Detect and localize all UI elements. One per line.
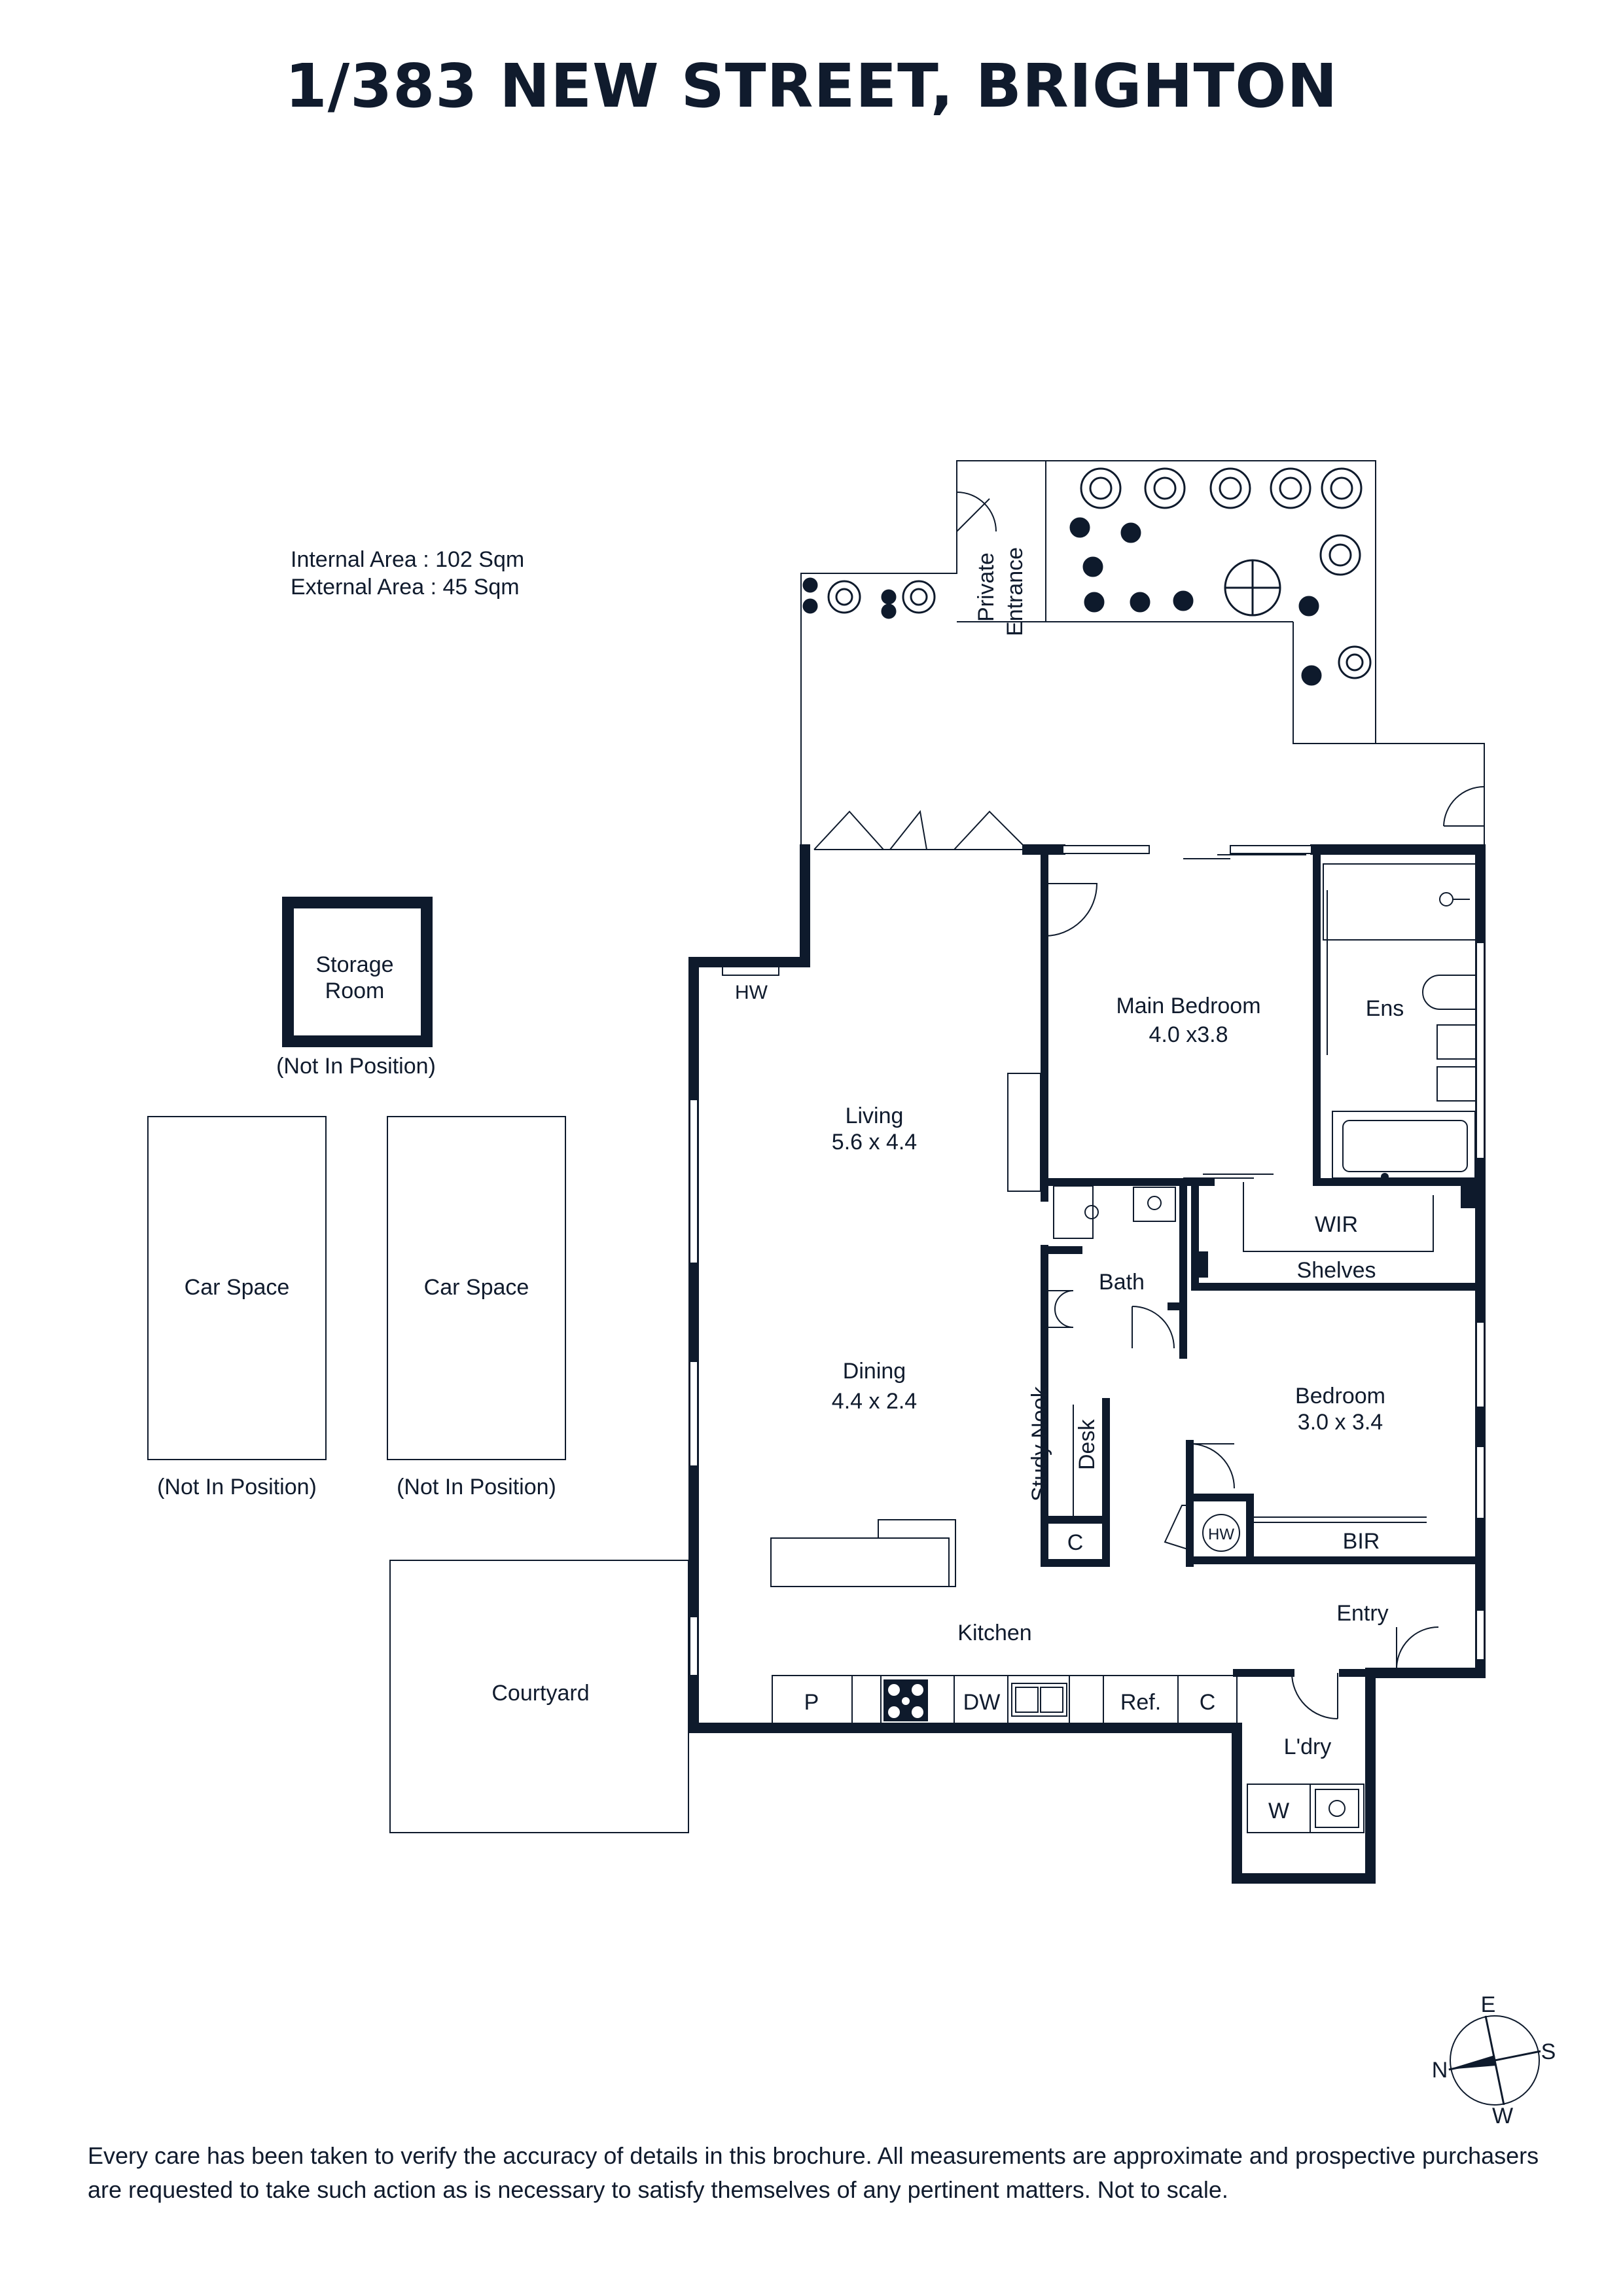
storage-room-label-1: Storage xyxy=(315,952,393,977)
bifold-doors xyxy=(813,810,1028,850)
living-dimensions: 5.6 x 4.4 xyxy=(832,1130,917,1155)
bath-label: Bath xyxy=(1099,1270,1145,1295)
bedroom-dimensions: 3.0 x 3.4 xyxy=(1298,1410,1383,1435)
storage-room-note: (Not In Position) xyxy=(276,1054,436,1079)
internal-area-label: Internal Area : 102 Sqm xyxy=(291,547,524,572)
private-entrance-label-1: Private xyxy=(974,552,999,622)
bir-label: BIR xyxy=(1343,1529,1380,1554)
disclaimer-text: Every care has been taken to verify the … xyxy=(88,2142,1539,2203)
car-space-1 xyxy=(147,1116,327,1460)
bench-fridge-label: Ref. xyxy=(1120,1690,1161,1715)
storage-room-label-2: Room xyxy=(325,978,385,1003)
ensuite-fixtures xyxy=(1323,863,1477,1181)
compass-west-label: W xyxy=(1492,2104,1513,2128)
dining-label: Dining xyxy=(843,1359,906,1384)
car-space-1-note: (Not In Position) xyxy=(157,1475,317,1499)
interior-doors xyxy=(1044,883,1439,1719)
garden-plants xyxy=(802,467,1372,686)
bath-fixtures xyxy=(1048,1185,1176,1328)
media-unit xyxy=(1007,1073,1041,1192)
washer-label: W xyxy=(1268,1799,1289,1823)
wir-shelving xyxy=(1243,1182,1434,1252)
front-garden-outline xyxy=(800,460,1485,850)
storage-room xyxy=(282,897,433,1047)
desk-label: Desk xyxy=(1075,1419,1099,1470)
dining-dimensions: 4.4 x 2.4 xyxy=(832,1389,917,1414)
bench-cupboard-label: C xyxy=(1200,1690,1216,1715)
page-title: 1/383 NEW STREET, BRIGHTON xyxy=(285,51,1338,121)
bench-dishwasher-label: DW xyxy=(963,1690,1001,1715)
hw-cylinder-bedroom xyxy=(1164,1505,1240,1552)
side-gate-door xyxy=(1443,786,1485,827)
hw-living-label: HW xyxy=(735,982,768,1003)
private-entrance-door xyxy=(956,492,997,532)
external-area-label: External Area : 45 Sqm xyxy=(291,575,520,600)
car-space-2-label: Car Space xyxy=(424,1275,529,1300)
living-label: Living xyxy=(846,1103,904,1128)
hw-bedroom-label: HW xyxy=(1208,1526,1234,1543)
laundry-label: L'dry xyxy=(1284,1734,1332,1759)
windows xyxy=(689,845,1485,1676)
compass-icon xyxy=(1448,2015,1541,2106)
interior-walls xyxy=(1041,846,1484,1677)
main-bedroom-dimensions: 4.0 x3.8 xyxy=(1149,1022,1228,1047)
compass-north-label: N xyxy=(1432,2058,1448,2083)
sliding-doors xyxy=(1183,854,1427,1523)
bedroom-label: Bedroom xyxy=(1295,1384,1385,1408)
bench-pantry-label: P xyxy=(804,1690,819,1715)
main-bedroom-label: Main Bedroom xyxy=(1116,994,1260,1018)
car-space-1-label: Car Space xyxy=(185,1275,290,1300)
private-entrance-label-2: Entrance xyxy=(1003,547,1027,636)
compass-east-label: E xyxy=(1481,1992,1496,2017)
car-space-2-note: (Not In Position) xyxy=(397,1475,556,1499)
study-nook-label: Study Nook xyxy=(1027,1386,1052,1501)
hw-unit-living xyxy=(722,965,779,976)
entry-label: Entry xyxy=(1336,1601,1388,1626)
kitchen-label: Kitchen xyxy=(957,1621,1031,1645)
study-cupboard-label: C xyxy=(1067,1530,1084,1555)
wir-label: WIR xyxy=(1315,1212,1358,1237)
car-space-2 xyxy=(387,1116,566,1460)
compass-south-label: S xyxy=(1541,2039,1556,2064)
laundry-fixtures xyxy=(1247,1784,1364,1833)
ensuite-label: Ens xyxy=(1366,996,1404,1021)
kitchen-island xyxy=(770,1519,956,1587)
courtyard-label: Courtyard xyxy=(491,1681,589,1706)
shelves-label: Shelves xyxy=(1297,1258,1376,1283)
kitchen-bench xyxy=(772,1675,1238,1725)
